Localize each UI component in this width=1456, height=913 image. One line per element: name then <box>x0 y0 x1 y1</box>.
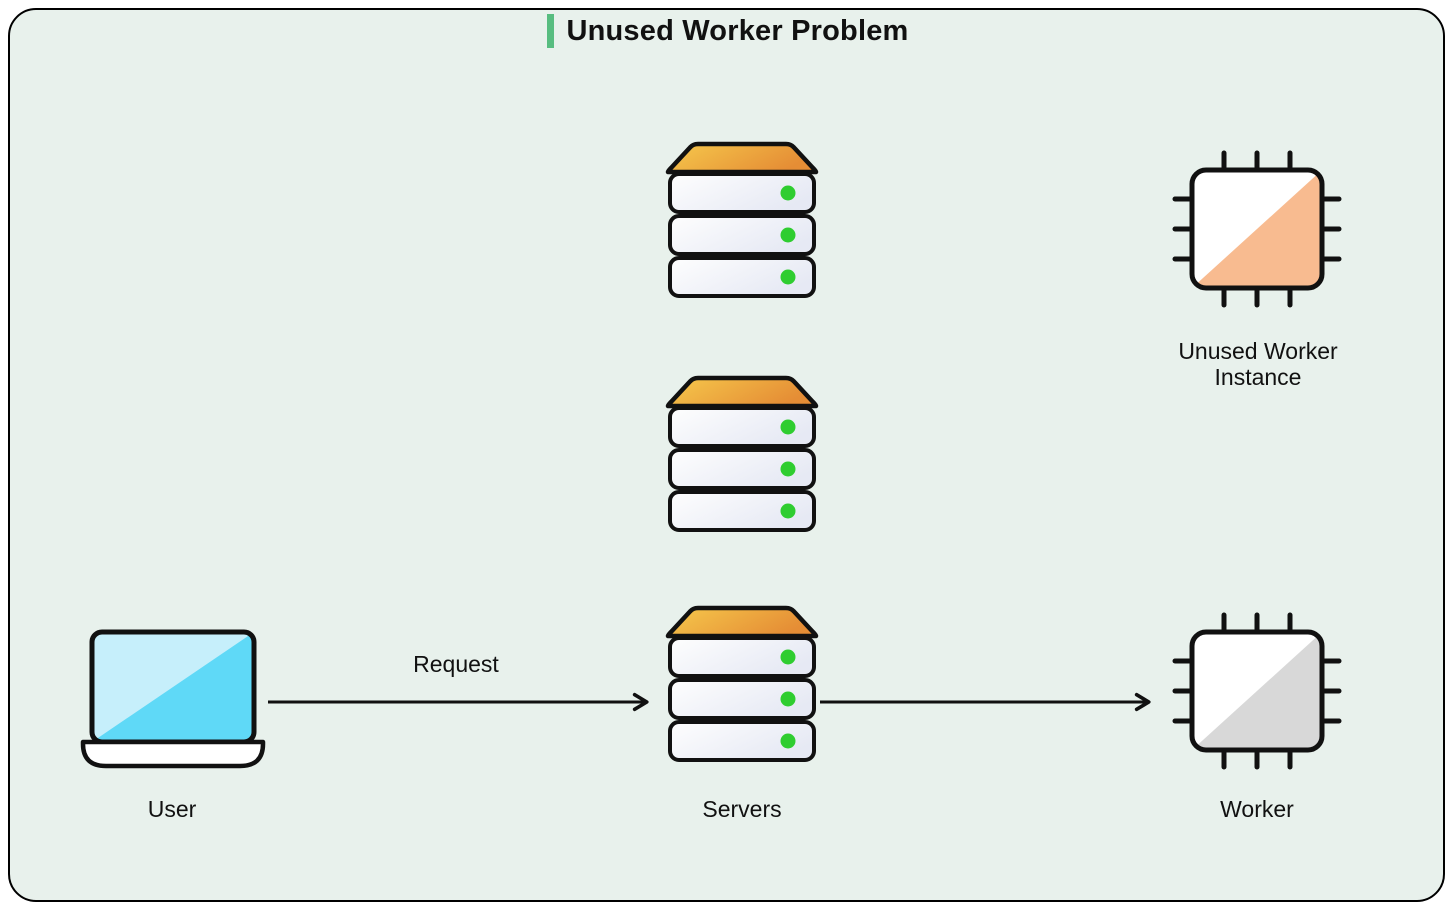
server-stack-icon-bottom <box>668 608 816 760</box>
servers-label: Servers <box>702 796 781 822</box>
server-stack-icon-top <box>668 144 816 296</box>
title-row: Unused Worker Problem <box>0 14 1456 48</box>
user-label: User <box>148 796 197 822</box>
unused-worker-label-line2: Instance <box>1215 364 1302 390</box>
worker-label: Worker <box>1220 796 1294 822</box>
unused-worker-chip-icon <box>1175 153 1339 305</box>
request-arrow-label: Request <box>413 651 499 677</box>
unused-worker-label-line1: Unused Worker <box>1178 338 1338 364</box>
worker-chip-icon <box>1175 615 1339 767</box>
page-title: Unused Worker Problem <box>566 14 909 47</box>
laptop-icon <box>83 632 263 766</box>
title-accent-bar <box>547 14 555 48</box>
server-stack-icon-middle <box>668 378 816 530</box>
